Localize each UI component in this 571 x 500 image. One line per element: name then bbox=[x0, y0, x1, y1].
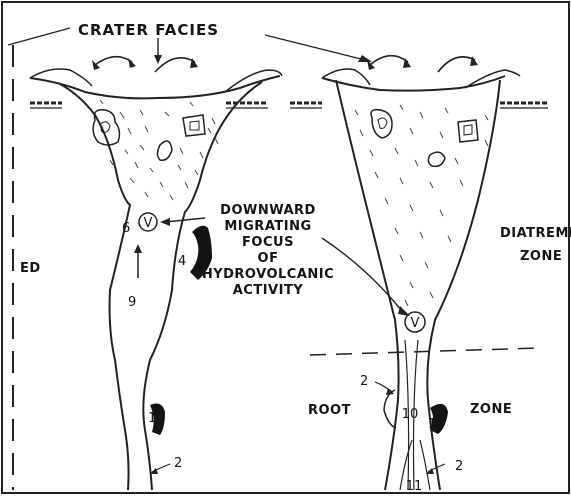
label-10: 10 bbox=[402, 407, 419, 422]
label-4: 4 bbox=[178, 254, 186, 269]
right-pointer-line bbox=[265, 35, 365, 60]
downward-label-line5: HYDROVOLCANIC bbox=[202, 267, 334, 282]
focus-pointer-arrowhead bbox=[398, 306, 410, 316]
ed-fragment-label: ED bbox=[20, 261, 41, 276]
downward-label-line6: ACTIVITY bbox=[233, 283, 304, 298]
label-2-right-lower: 2 bbox=[455, 459, 463, 474]
vent-left-label: V bbox=[144, 216, 153, 231]
label-2-left: 2 bbox=[174, 456, 182, 471]
diatreme-label-line2: ZONE bbox=[520, 249, 562, 264]
label-1-right: 1 bbox=[428, 417, 436, 432]
right-stipple bbox=[355, 105, 488, 306]
crater-facies-label: CRATER FACIES bbox=[78, 21, 219, 39]
diatreme-label-line1: DIATREME bbox=[500, 226, 571, 241]
label-2-right-upper: 2 bbox=[360, 374, 368, 389]
downward-label-line4: OF bbox=[258, 251, 279, 266]
downward-label-line1: DOWNWARD bbox=[220, 203, 316, 218]
left-vent-pointer-arrowhead bbox=[160, 218, 170, 226]
zone-label: ZONE bbox=[470, 402, 512, 417]
downward-label-line2: MIGRATING bbox=[224, 219, 311, 234]
vent-right-label: V bbox=[411, 316, 420, 331]
root-label: ROOT bbox=[308, 403, 351, 418]
center-pointer-arrowhead bbox=[154, 55, 162, 64]
label-11: 11 bbox=[406, 479, 423, 494]
label-1-left: 1 bbox=[148, 411, 156, 426]
left-pointer-line bbox=[8, 28, 70, 45]
label-6: 6 bbox=[122, 221, 130, 236]
label-9: 9 bbox=[128, 295, 136, 310]
right-pointer-arrowhead bbox=[358, 55, 372, 62]
left-vent-pointer bbox=[165, 218, 205, 222]
focus-pointer-arrow bbox=[322, 238, 405, 315]
downward-label-line3: FOCUS bbox=[242, 235, 294, 250]
root-boundary-line bbox=[310, 348, 540, 355]
